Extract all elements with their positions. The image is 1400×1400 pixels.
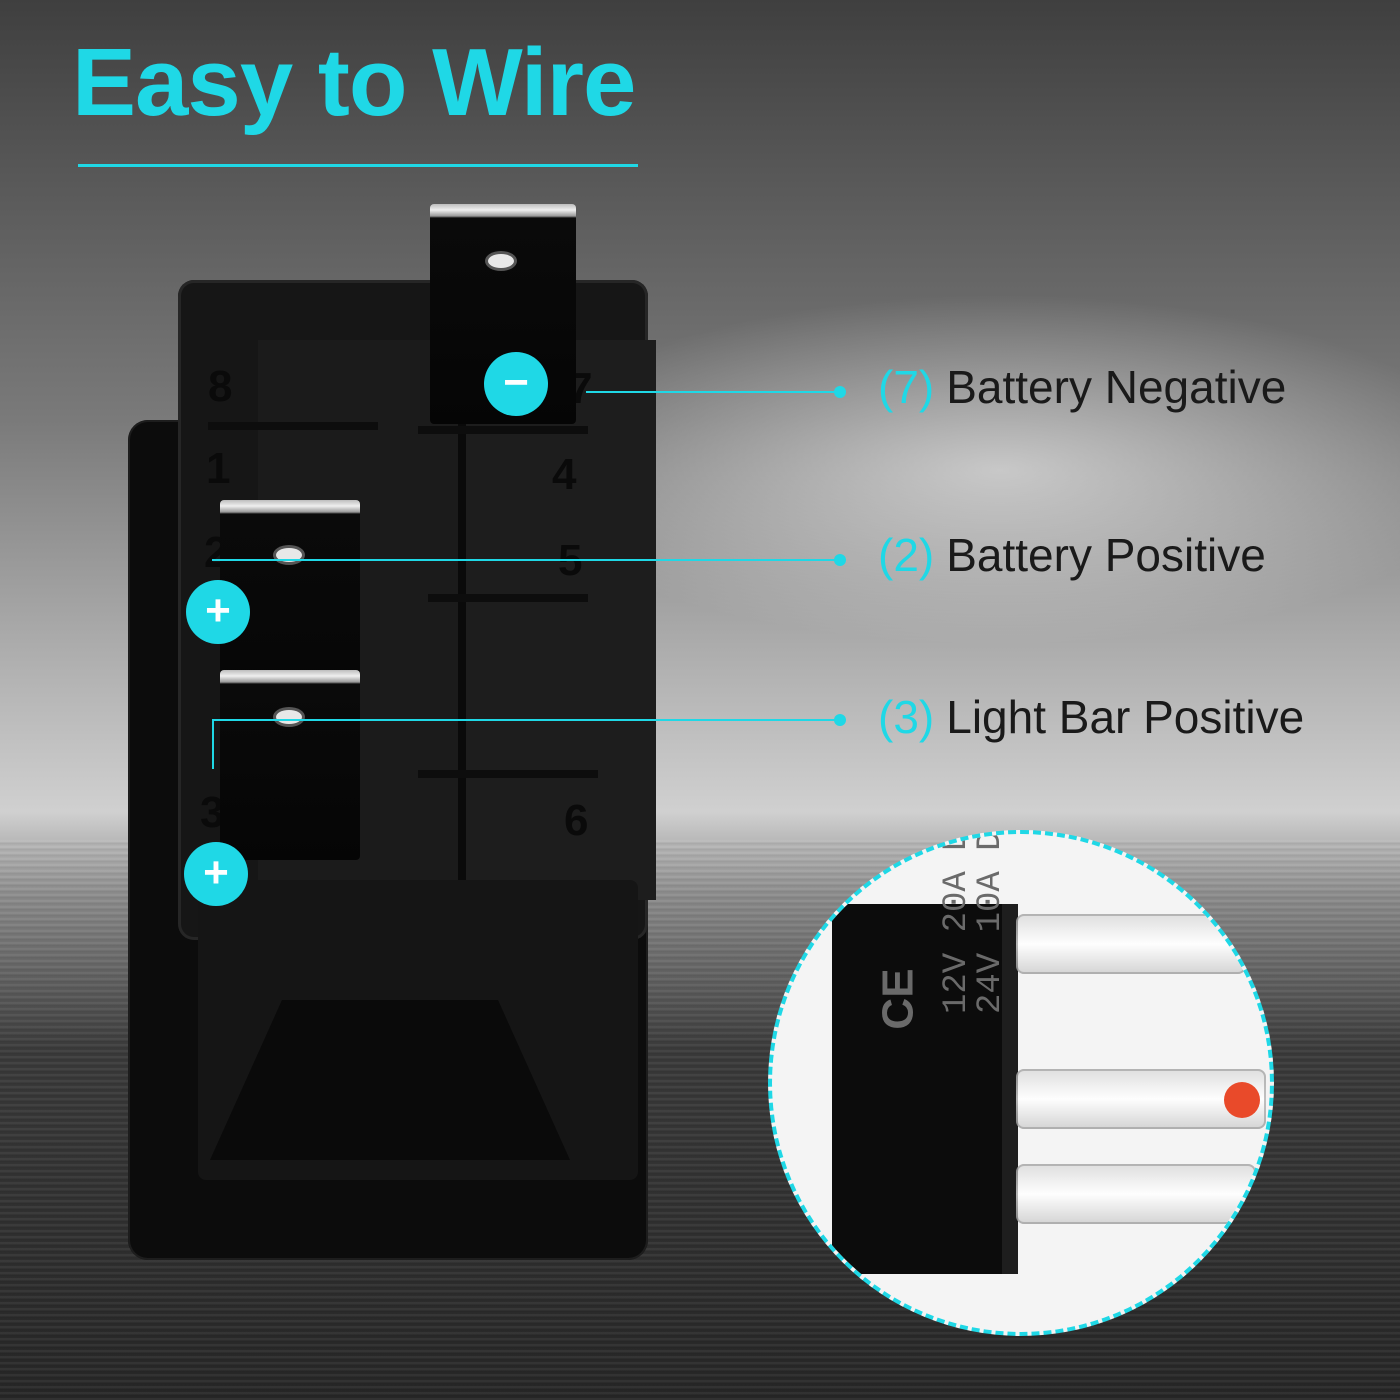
pin-number: 8 (208, 362, 233, 411)
inset-switch-edge (1002, 904, 1018, 1274)
terminal-pin-3 (220, 670, 360, 860)
rating-line: 24V 10A DC (972, 830, 1010, 1014)
callout-dot (834, 386, 846, 398)
callout-dot (834, 714, 846, 726)
callout-text: Battery Negative (946, 361, 1287, 413)
callout-pin: (7) (878, 361, 935, 413)
positive-badge: + (184, 842, 248, 906)
terminal-hole (488, 254, 514, 268)
callout-text: Light Bar Positive (946, 691, 1305, 743)
negative-badge: − (484, 352, 548, 416)
pin-number: 1 (206, 444, 231, 493)
ce-mark: CE (873, 968, 923, 1030)
divider-mark (428, 594, 588, 602)
terminal-hole (276, 710, 302, 724)
callout-pin: (3) (878, 691, 935, 743)
callout-light-bar-positive: (3)Light Bar Positive (878, 690, 1304, 744)
divider-mark (208, 422, 378, 430)
rocker-switch: 8 1 2 3 7 4 5 6 (128, 204, 656, 1260)
callout-leader-line (212, 559, 840, 561)
callout-battery-negative: (7)Battery Negative (878, 360, 1286, 414)
connector-blade (1016, 914, 1246, 974)
rating-line: 12V 20A DC (938, 830, 976, 1014)
terminal-hole (276, 548, 302, 562)
page-title: Easy to Wire (72, 29, 636, 136)
connector-blade (1016, 1164, 1256, 1224)
title-underline (78, 164, 638, 167)
divider-mark (418, 770, 598, 778)
callout-text: Battery Positive (946, 529, 1266, 581)
callout-battery-positive: (2)Battery Positive (878, 528, 1266, 582)
wire-connector (1224, 1082, 1260, 1118)
detail-inset: CE 12V 20A DC 24V 10A DC (768, 830, 1274, 1336)
callout-dot (834, 554, 846, 566)
pin-number: 6 (564, 796, 589, 845)
callout-leader-line (586, 391, 840, 393)
callout-leader-line (212, 719, 840, 721)
divider-mark (418, 426, 588, 434)
callout-leader-line (212, 719, 214, 769)
switch-right-column (466, 340, 656, 900)
callout-pin: (2) (878, 529, 935, 581)
positive-badge: + (186, 580, 250, 644)
rating-label: 12V 20A DC 24V 10A DC (938, 830, 1010, 1014)
pin-number: 5 (558, 536, 583, 585)
inset-switch-body (832, 904, 1017, 1274)
pin-number: 4 (552, 450, 577, 499)
